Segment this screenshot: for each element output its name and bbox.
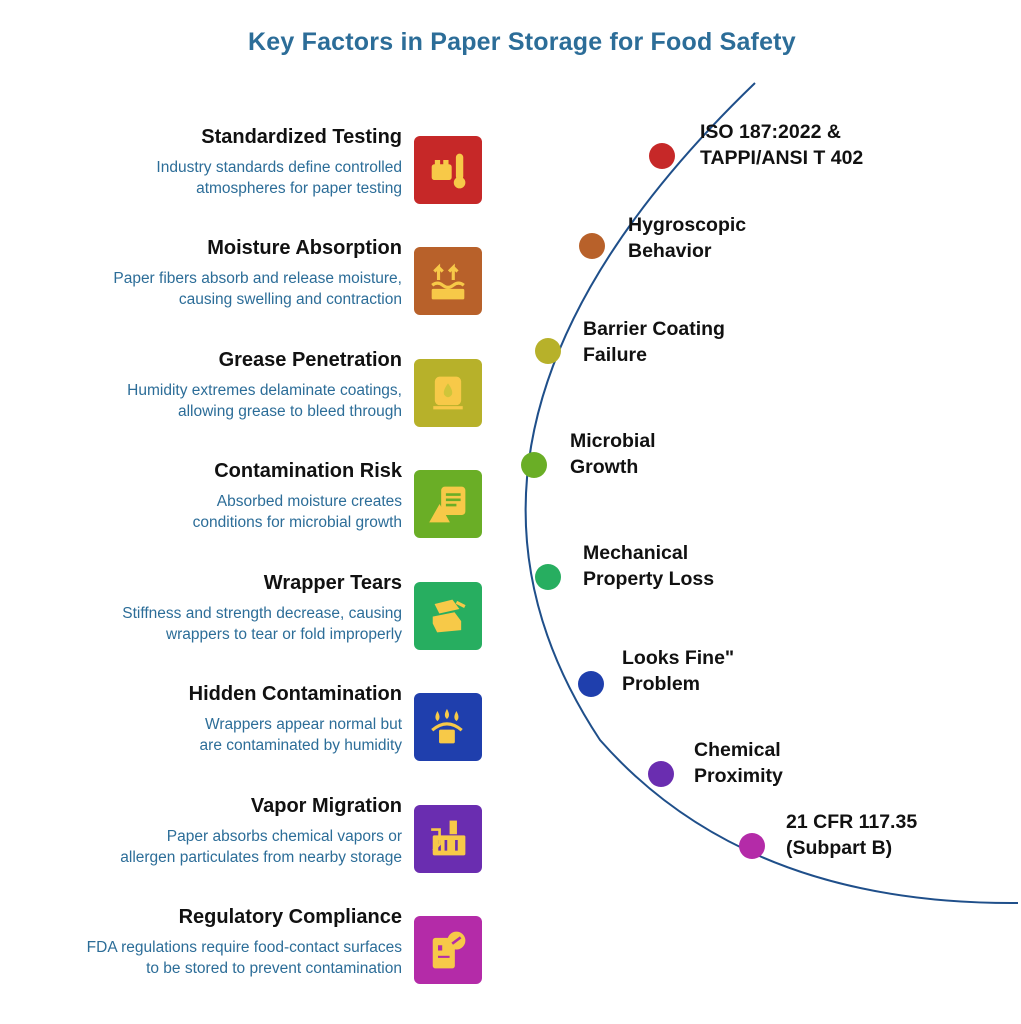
factor-description-line: are contaminated by humidity [199,737,402,754]
factor-title: Contamination Risk [214,460,402,482]
factor-icon-tile [414,693,482,761]
battery-thermometer-icon [431,153,466,189]
factor-icon-tile [414,805,482,873]
factor-description-line: allergen particulates from nearby storag… [120,849,402,866]
factor-title: Moisture Absorption [207,237,402,259]
factor-description: Humidity extremes delaminate coatings, al… [0,380,402,422]
arc-label-line: Behavior [628,240,712,262]
water-evaporation-icon [431,263,465,300]
factor-title: Wrapper Tears [263,572,402,594]
factor-description: Wrappers appear normal but are contaminat… [0,714,402,756]
arc-dot [521,452,547,478]
factor-title: Standardized Testing [201,126,402,148]
document-warning-icon [429,486,466,523]
factor-icon-tile [414,359,482,427]
factor-description-line: Industry standards define controlled [156,159,402,176]
factor-description-line: conditions for microbial growth [192,514,402,531]
factor-description-line: Stiffness and strength decrease, causing [122,605,402,622]
factor-description-line: atmospheres for paper testing [196,180,402,197]
arc-dot [535,564,561,590]
arc-label-line: Looks Fine" [622,647,735,669]
arc-label-line: Chemical [694,739,781,761]
arc-label-line: Microbial [570,430,656,452]
chemical-factory-icon [431,820,466,856]
arc-label-line: ISO 187:2022 & [700,121,841,143]
humidity-package-icon [431,708,463,744]
arc-label: 21 CFR 117.35 (Subpart B) [786,809,917,861]
factor-icon-tile [414,470,482,538]
factor-description-line: allowing grease to bleed through [177,403,402,420]
factor-title: Regulatory Compliance [178,906,402,928]
arc-label-line: TAPPI/ANSI T 402 [700,147,864,169]
factor-title: Grease Penetration [218,349,402,371]
arc-dot [579,233,605,259]
arc-label-line: (Subpart B) [786,837,893,859]
grease-drop-paper-icon [433,376,463,410]
factor-icon-tile [414,582,482,650]
regulation-document-icon [432,931,466,969]
page-title: Key Factors in Paper Storage for Food Sa… [248,28,796,56]
factor-description-line: Humidity extremes delaminate coatings, [127,382,402,399]
factor-description-line: causing swelling and contraction [178,291,402,308]
arc-label-line: Growth [570,456,639,478]
factor-description: FDA regulations require food-contact sur… [0,937,402,979]
arc-label-line: Problem [622,673,701,695]
arc-label-line: Failure [583,344,647,366]
factor-description: Industry standards define controlled atmo… [0,157,402,199]
factor-description-line: wrappers to tear or fold improperly [165,626,402,643]
factor-description-line: Absorbed moisture creates [216,493,402,510]
factor-description: Absorbed moisture creates conditions for … [0,491,402,533]
arc-curve [524,82,1019,905]
factor-description-line: Wrappers appear normal but [204,716,402,733]
arc-label-line: Mechanical [583,542,689,564]
factor-description-line: Paper absorbs chemical vapors or [166,828,402,845]
arc-dot [578,671,604,697]
arc-label-line: Proximity [694,765,783,787]
arc-label-line: 21 CFR 117.35 [786,811,918,833]
factor-icon-tile [414,136,482,204]
factor-description-line: FDA regulations require food-contact sur… [86,939,402,956]
arc-label-line: Hygroscopic [628,214,747,236]
factor-description: Stiffness and strength decrease, causing… [0,603,402,645]
factor-description: Paper absorbs chemical vapors or allergen… [0,826,402,868]
arc-dot [649,143,675,169]
factor-title: Vapor Migration [250,795,402,817]
factor-title: Hidden Contamination [188,683,402,705]
arc-dot [535,338,561,364]
factor-icon-tile [414,247,482,315]
factor-description-line: to be stored to prevent contamination [146,960,402,977]
torn-wrapper-icon [432,599,466,633]
arc-label: Looks Fine" Problem [622,645,734,697]
arc-dot [739,833,765,859]
arc-label: ISO 187:2022 & TAPPI/ANSI T 402 [700,119,863,171]
arc-label-line: Property Loss [583,568,715,590]
factor-description-line: Paper fibers absorb and release moisture… [113,270,402,287]
arc-dot [648,761,674,787]
factor-description: Paper fibers absorb and release moisture… [0,268,402,310]
arc-label-line: Barrier Coating [583,318,725,340]
factor-icon-tile [414,916,482,984]
